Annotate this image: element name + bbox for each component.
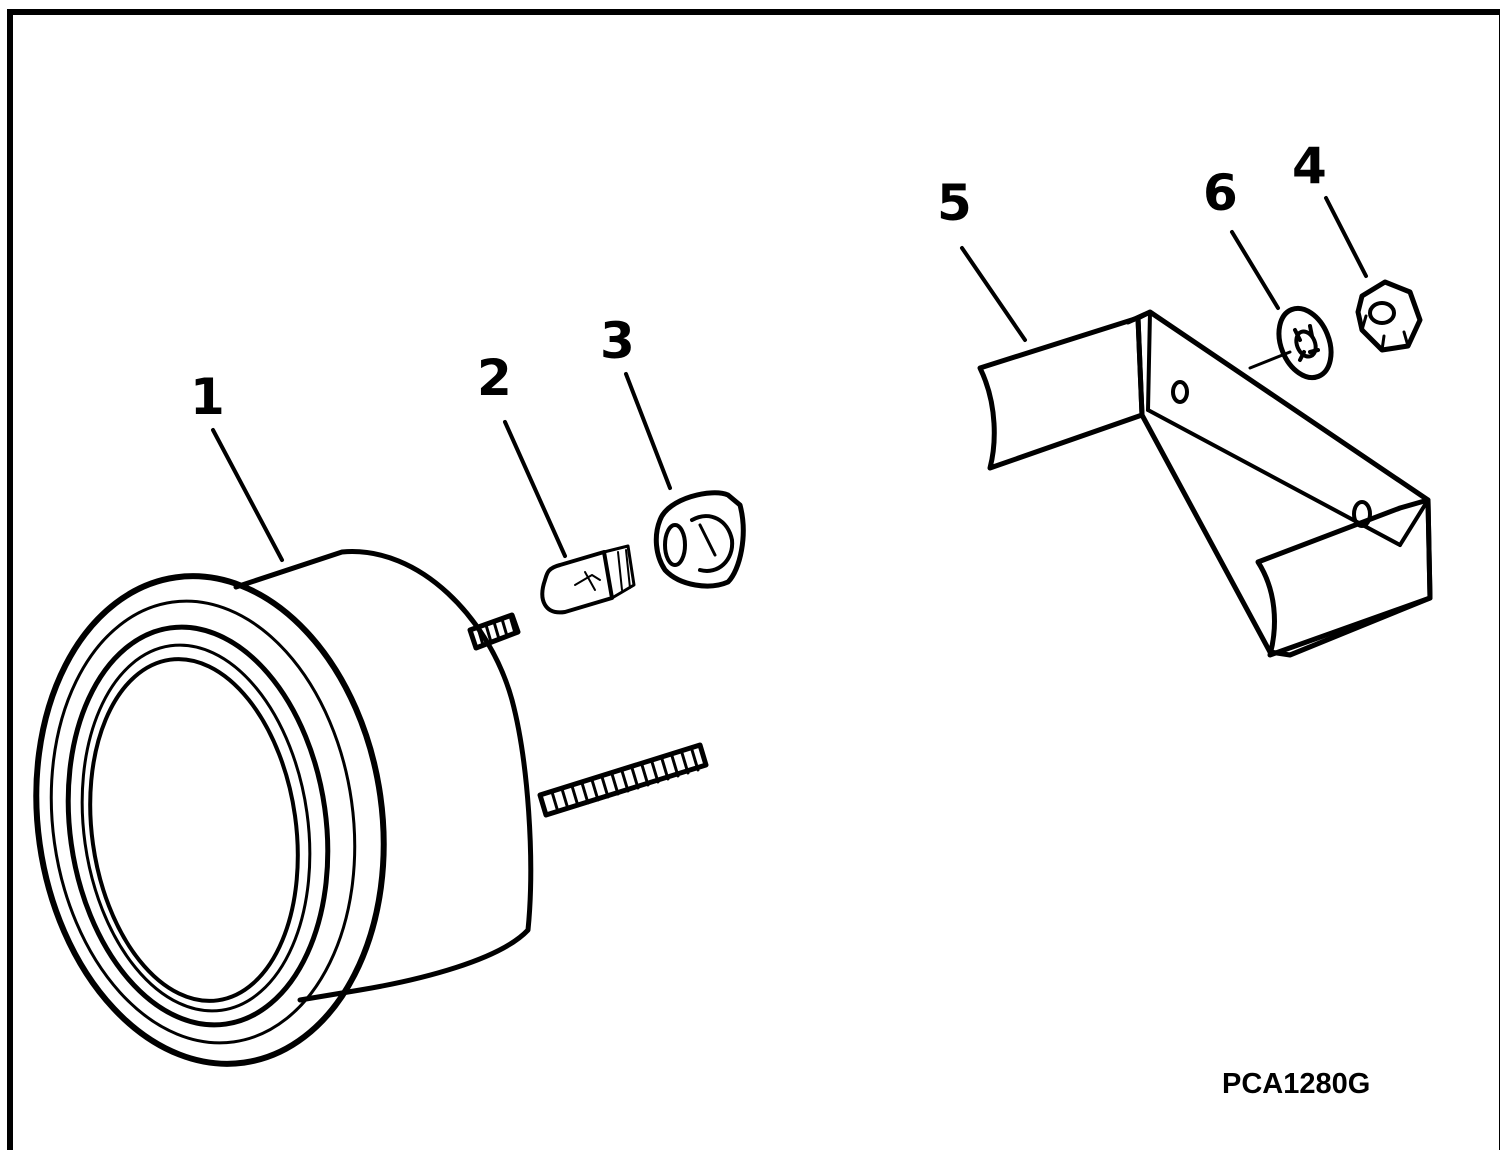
u-bracket	[977, 309, 1433, 658]
leader-line-6	[1230, 230, 1280, 310]
short-stud	[467, 612, 521, 651]
callout-2: 2	[477, 349, 512, 407]
figure-code: PCA1280G	[1222, 1068, 1370, 1100]
callout-4: 4	[1292, 137, 1327, 195]
leader-line-5	[960, 246, 1027, 342]
leader-lines	[211, 196, 1368, 562]
lock-washer	[1248, 305, 1334, 381]
leader-line-4	[1324, 196, 1368, 278]
callout-5: 5	[937, 174, 972, 232]
bulb-socket	[653, 490, 746, 589]
callout-1: 1	[190, 368, 225, 426]
leader-line-1	[211, 428, 284, 562]
gauge-housing	[33, 549, 709, 1067]
long-stud	[537, 742, 709, 818]
bulb	[540, 544, 636, 615]
leader-line-2	[503, 420, 567, 558]
callout-6: 6	[1203, 164, 1238, 222]
callout-3: 3	[600, 312, 635, 370]
diagram-border	[7, 9, 1500, 1150]
hex-nut	[1355, 279, 1423, 353]
leader-line-3	[624, 372, 672, 490]
